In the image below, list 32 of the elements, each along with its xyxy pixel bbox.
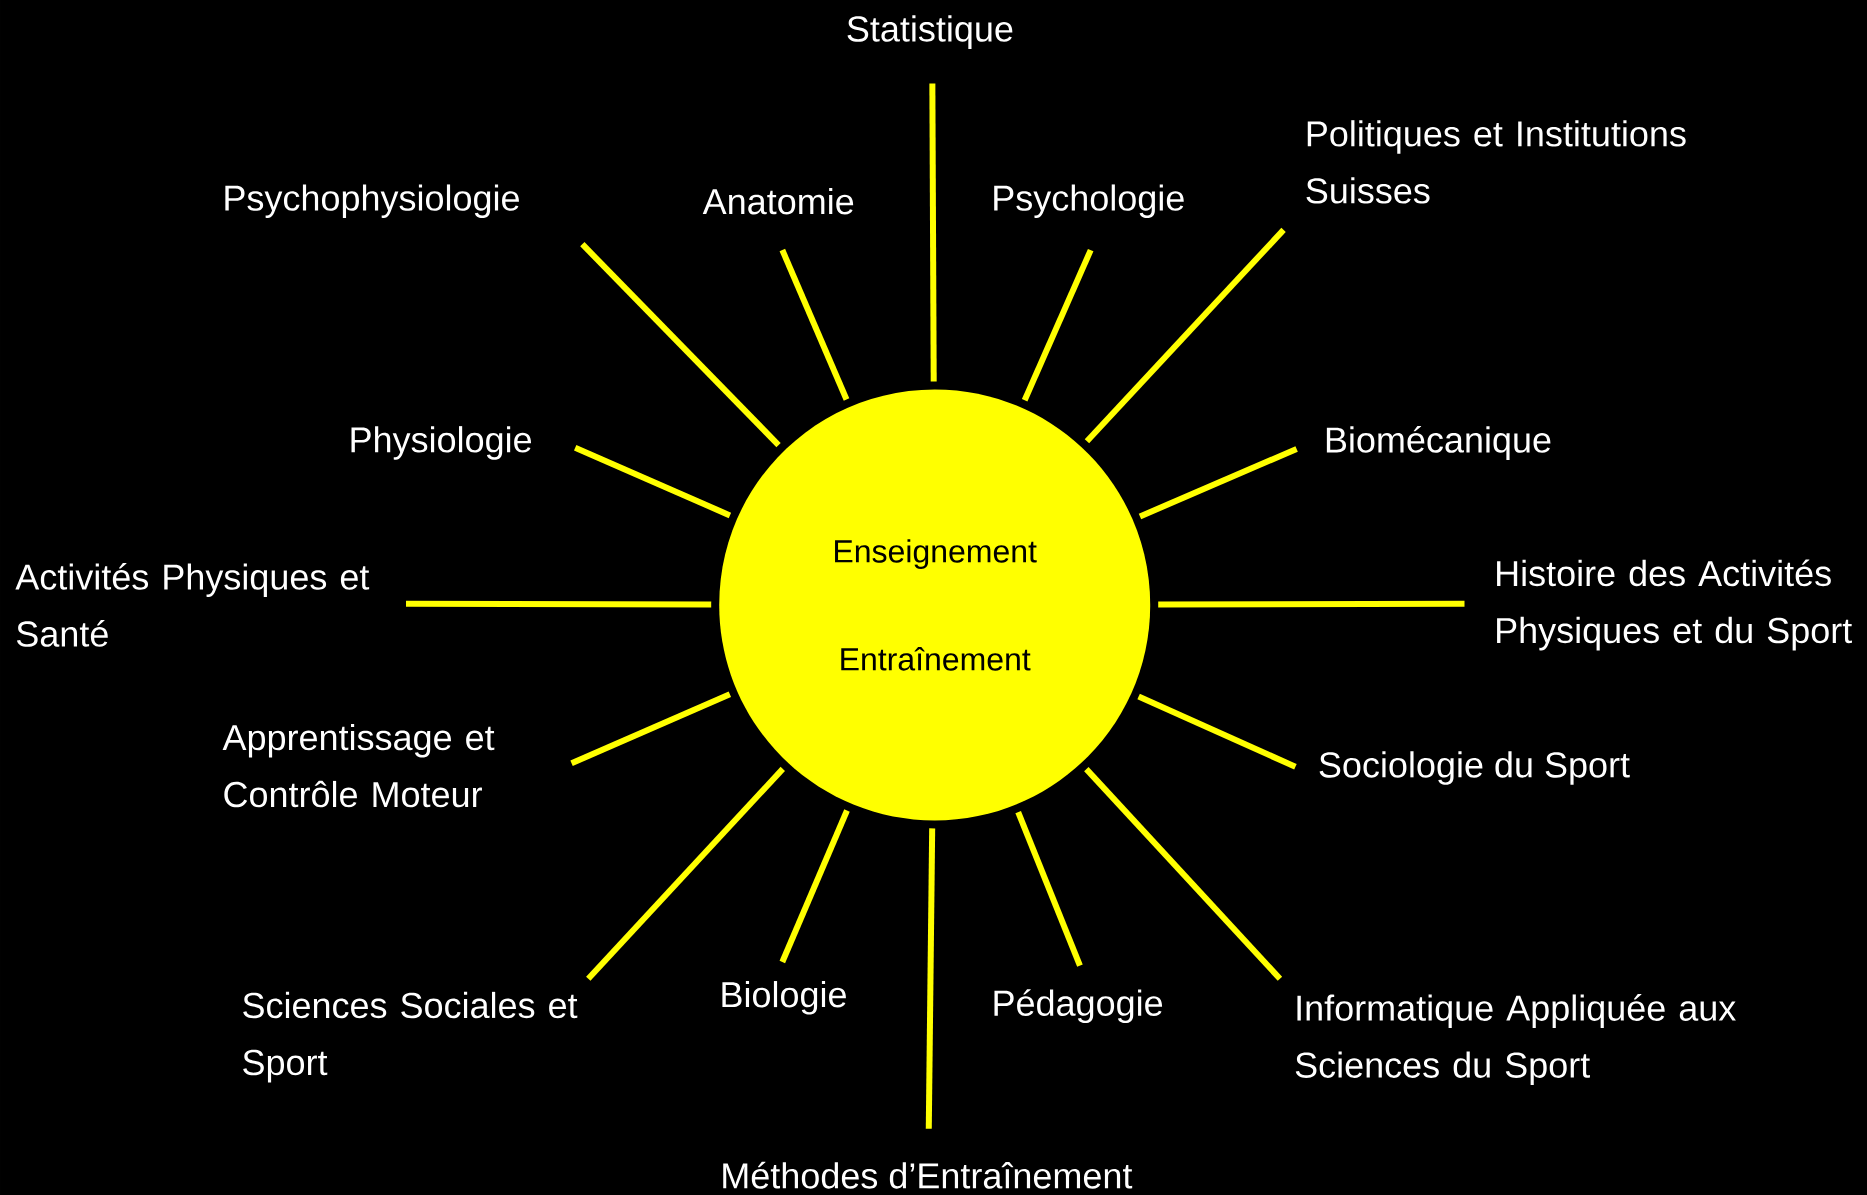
ray-line: [580, 242, 781, 448]
subject-label: Psychologie: [994, 184, 1184, 218]
subject-label: Histoire des Activités Physiques et du Sport: [1497, 559, 1852, 651]
ray-line: [406, 600, 712, 608]
subject-label: Activités Physiques et Santé: [15, 563, 370, 647]
subject-label: Biologie: [722, 981, 846, 1015]
subject-label: Sciences Sociales et Sport: [243, 991, 578, 1083]
ray-line: [1084, 767, 1283, 981]
subject-label: Pédagogie: [994, 989, 1163, 1024]
ray-line: [779, 809, 850, 964]
ray-line: [925, 828, 936, 1129]
subject-label: Statistique: [847, 15, 1013, 49]
ray-line: [570, 691, 732, 767]
subject-label: Biomécanique: [1326, 425, 1551, 460]
ray-line: [1137, 693, 1297, 770]
ray-line: [1021, 248, 1094, 402]
ray-line: [929, 83, 937, 382]
ray-line: [586, 766, 785, 981]
subject-label: Politiques et Institutions Suisses: [1306, 120, 1686, 204]
ray-line: [1138, 446, 1298, 520]
subject-label: Physiologie: [351, 426, 531, 460]
ray-line: [1084, 227, 1286, 444]
ray-line: [779, 248, 850, 401]
subject-label: Méthodes d’Entraînement: [723, 1161, 1133, 1189]
ray-line: [1158, 600, 1465, 608]
ray-line: [573, 445, 732, 519]
subject-label: Psychophysiologie: [225, 184, 519, 218]
ray-line: [1015, 811, 1083, 967]
subject-label: Informatique Appliquée aux Sciences du Sport: [1295, 994, 1736, 1085]
subject-label: Apprentissage et Contrôle Moteur: [222, 723, 495, 808]
subject-label: Anatomie: [702, 188, 854, 215]
subject-label: Sociologie du Sport: [1319, 751, 1630, 785]
